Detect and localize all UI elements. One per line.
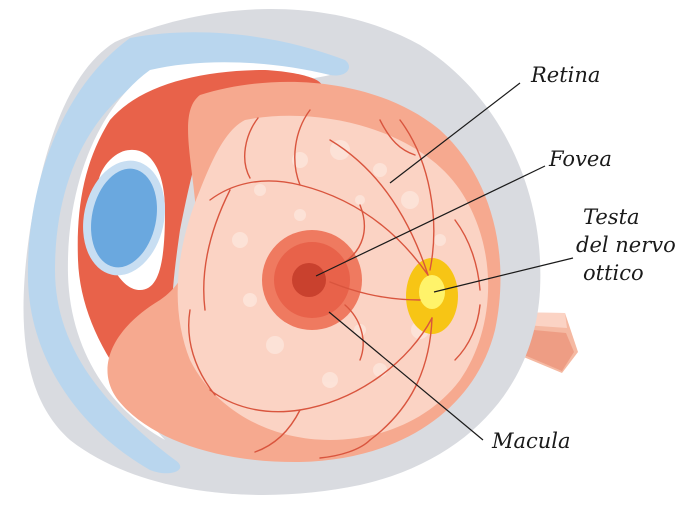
label-optic-nerve-line2: del nervo (576, 233, 676, 257)
label-optic-nerve-line1: Testa (583, 205, 640, 229)
label-macula: Macula (491, 429, 571, 453)
label-fovea: Fovea (548, 147, 612, 171)
label-retina: Retina (530, 63, 600, 87)
optic-disc-core (419, 275, 445, 309)
fovea (292, 263, 326, 297)
label-optic-nerve-line3: ottico (583, 261, 644, 285)
